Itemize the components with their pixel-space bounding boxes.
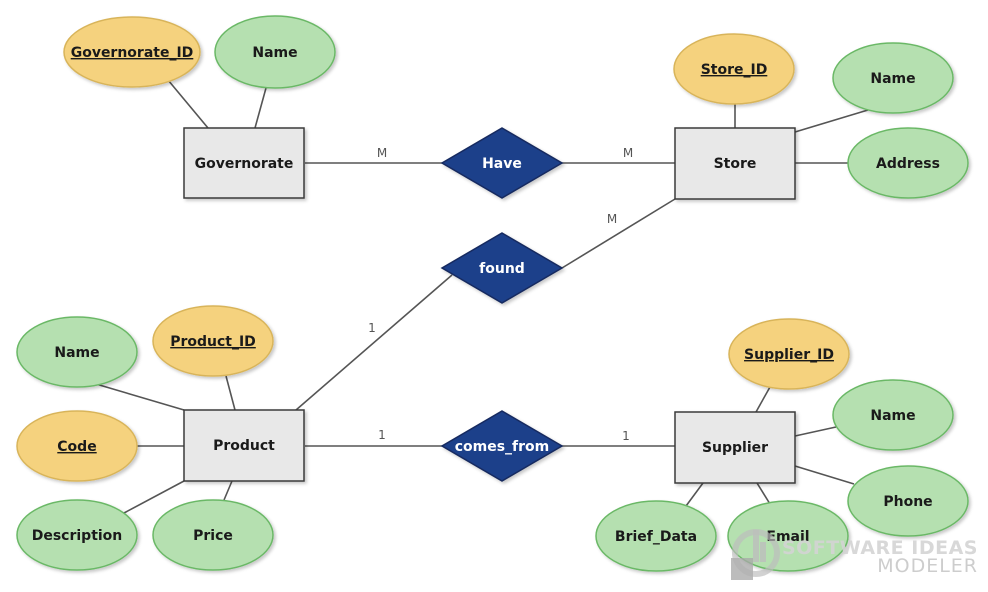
cardinality-have-store: M: [623, 146, 633, 160]
line-governorate-name: [254, 87, 267, 129]
line-supplier-id: [755, 386, 771, 413]
entity-governorate[interactable]: Governorate: [183, 127, 305, 199]
cardinality-comes-from-supplier: 1: [622, 429, 630, 443]
cardinality-labels: M M M 1 1 1: [368, 146, 633, 443]
entity-supplier-box: [674, 411, 796, 484]
attribute-governorate-name[interactable]: Name: [214, 15, 336, 89]
attribute-product-name[interactable]: Name: [16, 316, 138, 388]
attribute-product-id-label: Product_ID: [170, 334, 256, 350]
line-supplier-name: [794, 426, 837, 437]
line-product-id: [225, 375, 236, 411]
attribute-supplier-phone[interactable]: Phone: [847, 465, 969, 537]
attribute-product-description-shape: [16, 499, 138, 571]
entity-governorate-box: [183, 127, 305, 199]
attribute-supplier-name-shape: [832, 379, 954, 451]
entity-product-box: [183, 409, 305, 482]
entity-supplier-label: Supplier: [702, 440, 768, 456]
entity-store[interactable]: Store: [674, 127, 796, 200]
watermark-line2: MODELER: [877, 555, 978, 577]
attribute-store-id-shape: [673, 33, 795, 105]
attribute-product-name-label: Name: [54, 345, 99, 361]
entity-store-label: Store: [714, 156, 757, 172]
cardinality-comes-from-product: 1: [378, 428, 386, 442]
attribute-product-price-label: Price: [193, 528, 233, 544]
line-store-name: [794, 109, 869, 133]
attribute-supplier-id-shape: [728, 318, 850, 390]
attribute-supplier-brief-data[interactable]: Brief_Data: [595, 500, 717, 572]
line-supplier-email: [756, 482, 771, 505]
relationship-comes-from[interactable]: comes_from: [440, 410, 564, 482]
attribute-store-address-shape: [847, 127, 969, 199]
attribute-governorate-name-shape: [214, 15, 336, 89]
attribute-supplier-name-label: Name: [870, 408, 915, 424]
line-store-found: [561, 198, 676, 269]
attribute-product-code-shape: [16, 410, 138, 482]
attribute-supplier-name[interactable]: Name: [832, 379, 954, 451]
relationship-found-diamond: [440, 232, 564, 304]
attribute-product-code[interactable]: Code: [16, 410, 138, 482]
watermark-logo-icon: [731, 529, 780, 580]
attribute-governorate-name-label: Name: [252, 45, 297, 61]
attribute-product-id-shape: [152, 305, 274, 377]
line-governorate-id: [167, 79, 209, 129]
attribute-product-id[interactable]: Product_ID: [152, 305, 274, 377]
attribute-governorate-id[interactable]: Governorate_ID: [63, 16, 201, 88]
attribute-product-name-shape: [16, 316, 138, 388]
attribute-product-description-label: Description: [32, 528, 123, 544]
cardinality-found-product: 1: [368, 321, 376, 335]
attribute-store-name-shape: [832, 42, 954, 114]
line-product-price: [223, 480, 233, 501]
attribute-supplier-id-label: Supplier_ID: [744, 347, 834, 363]
line-supplier-phone: [794, 465, 855, 485]
attribute-store-name[interactable]: Name: [832, 42, 954, 114]
entity-product-label: Product: [213, 438, 275, 454]
relationship-have-diamond: [440, 127, 564, 199]
relationship-have[interactable]: Have: [440, 127, 564, 199]
line-found-product: [295, 274, 453, 411]
relationship-found[interactable]: found: [440, 232, 564, 304]
relationship-have-label: Have: [482, 156, 522, 172]
relationship-comes-from-label: comes_from: [455, 439, 550, 455]
attribute-product-price[interactable]: Price: [152, 499, 274, 571]
attribute-product-code-label: Code: [57, 439, 96, 455]
attribute-supplier-phone-shape: [847, 465, 969, 537]
relationship-found-label: found: [479, 261, 525, 277]
line-product-description: [123, 480, 185, 514]
attribute-supplier-phone-label: Phone: [883, 494, 932, 510]
watermark: SOFTWARE IDEAS MODELER: [731, 529, 978, 580]
entity-product[interactable]: Product: [183, 409, 305, 482]
attribute-governorate-id-shape: [63, 16, 201, 88]
attribute-governorate-id-label: Governorate_ID: [71, 45, 194, 61]
attribute-store-id[interactable]: Store_ID: [673, 33, 795, 105]
attribute-product-description[interactable]: Description: [16, 499, 138, 571]
entity-store-box: [674, 127, 796, 200]
attribute-store-address[interactable]: Address: [847, 127, 969, 199]
line-product-name: [95, 383, 185, 411]
cardinality-found-store: M: [607, 212, 617, 226]
attribute-store-id-label: Store_ID: [701, 62, 768, 78]
relationship-comes-from-diamond: [440, 410, 564, 482]
line-supplier-brief-data: [685, 482, 704, 507]
entity-governorate-label: Governorate: [195, 156, 294, 172]
attribute-supplier-brief-data-shape: [595, 500, 717, 572]
connector-lines: [95, 79, 869, 514]
cardinality-have-governorate: M: [377, 146, 387, 160]
attribute-supplier-brief-data-label: Brief_Data: [615, 529, 697, 545]
attribute-supplier-id[interactable]: Supplier_ID: [728, 318, 850, 390]
watermark-line1: SOFTWARE IDEAS: [782, 537, 978, 559]
entity-supplier[interactable]: Supplier: [674, 411, 796, 484]
attribute-store-name-label: Name: [870, 71, 915, 87]
attribute-store-address-label: Address: [876, 156, 940, 172]
attribute-supplier-email-label: Email: [766, 529, 809, 545]
attribute-product-price-shape: [152, 499, 274, 571]
